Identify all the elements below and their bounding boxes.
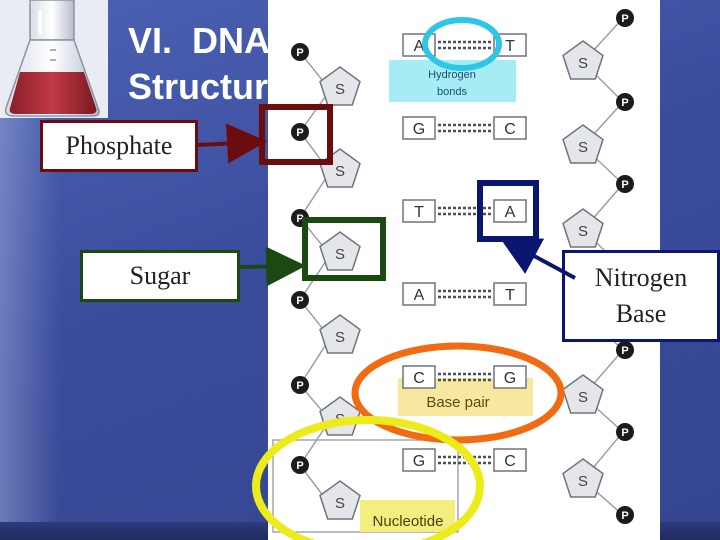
sugar-symbol: S bbox=[335, 495, 345, 512]
phosphate-symbol: P bbox=[621, 179, 628, 191]
base-box-right bbox=[493, 116, 527, 140]
sugar-pentagon bbox=[319, 66, 361, 106]
base-box-right bbox=[493, 282, 527, 306]
sugar-symbol: S bbox=[578, 389, 588, 406]
hydrogen-bonds-label: Hydrogen bbox=[428, 69, 476, 81]
phosphate-symbol: P bbox=[296, 380, 303, 392]
sugar-symbol: S bbox=[335, 163, 345, 180]
base-letter-left: C bbox=[413, 370, 425, 387]
phosphate-circle bbox=[291, 376, 309, 394]
phosphate-circle bbox=[616, 423, 634, 441]
phosphate-unit: P bbox=[291, 123, 309, 141]
sugar-unit: S bbox=[319, 396, 361, 436]
sugar-unit: S bbox=[319, 314, 361, 354]
base-letter-left: A bbox=[414, 38, 425, 55]
base-letter-right: C bbox=[504, 453, 516, 470]
base-pair-label: Base pair bbox=[426, 394, 489, 411]
base-letter-left: G bbox=[413, 453, 425, 470]
phosphate-circle bbox=[291, 291, 309, 309]
base-letter-left: G bbox=[413, 121, 425, 138]
phosphate-label: Phosphate bbox=[40, 120, 198, 172]
phosphate-unit: P bbox=[616, 175, 634, 193]
phosphate-circle bbox=[616, 93, 634, 111]
base-letter-right: T bbox=[505, 287, 515, 304]
sugar-symbol: S bbox=[578, 139, 588, 156]
phosphate-symbol: P bbox=[621, 427, 628, 439]
base-box-left bbox=[402, 282, 436, 306]
sugar-unit: S bbox=[562, 458, 604, 498]
sugar-symbol: S bbox=[335, 329, 345, 346]
sugar-symbol: S bbox=[578, 473, 588, 490]
base-box-left bbox=[402, 116, 436, 140]
sugar-pentagon bbox=[562, 458, 604, 498]
sugar-symbol: S bbox=[335, 411, 345, 428]
sugar-pentagon bbox=[319, 314, 361, 354]
sugar-unit: S bbox=[319, 480, 361, 520]
base-box-right bbox=[493, 448, 527, 472]
phosphate-symbol: P bbox=[296, 47, 303, 59]
phosphate-circle bbox=[616, 341, 634, 359]
phosphate-symbol: P bbox=[621, 510, 628, 522]
hydrogen-bonds-label-line2: bonds bbox=[437, 86, 467, 98]
sugar-unit: S bbox=[319, 148, 361, 188]
phosphate-circle bbox=[616, 175, 634, 193]
sugar-symbol: S bbox=[578, 55, 588, 72]
sugar-unit: S bbox=[319, 231, 361, 271]
sugar-symbol: S bbox=[578, 223, 588, 240]
phosphate-unit: P bbox=[291, 376, 309, 394]
phosphate-symbol: P bbox=[621, 345, 628, 357]
base-letter-left: A bbox=[414, 287, 425, 304]
sugar-unit: S bbox=[562, 124, 604, 164]
sugar-label: Sugar bbox=[80, 250, 240, 302]
sugar-pentagon bbox=[562, 40, 604, 80]
sugar-unit: S bbox=[562, 40, 604, 80]
base-box-left bbox=[402, 199, 436, 223]
phosphate-symbol: P bbox=[296, 460, 303, 472]
sugar-pentagon bbox=[562, 124, 604, 164]
phosphate-circle bbox=[616, 506, 634, 524]
phosphate-circle bbox=[616, 9, 634, 27]
sugar-unit: S bbox=[562, 374, 604, 414]
sugar-unit: S bbox=[319, 66, 361, 106]
phosphate-unit: P bbox=[291, 456, 309, 474]
phosphate-unit: P bbox=[291, 291, 309, 309]
base-letter-right: G bbox=[504, 370, 516, 387]
phosphate-unit: P bbox=[616, 423, 634, 441]
sugar-symbol: S bbox=[335, 246, 345, 263]
base-letter-left: T bbox=[414, 204, 424, 221]
phosphate-unit: P bbox=[616, 341, 634, 359]
slide-title: VI. DNA Structure bbox=[128, 20, 289, 107]
nitrogen-base-label: Nitrogen Base bbox=[562, 250, 720, 342]
flask-icon bbox=[0, 0, 108, 118]
phosphate-symbol: P bbox=[621, 97, 628, 109]
phosphate-symbol: P bbox=[296, 127, 303, 139]
sugar-unit: S bbox=[562, 208, 604, 248]
base-letter-right: C bbox=[504, 121, 516, 138]
base-letter-right: A bbox=[505, 204, 516, 221]
base-letter-right: T bbox=[505, 38, 515, 55]
sugar-pentagon bbox=[562, 208, 604, 248]
phosphate-symbol: P bbox=[621, 13, 628, 25]
phosphate-circle bbox=[291, 43, 309, 61]
phosphate-unit: P bbox=[291, 43, 309, 61]
phosphate-unit: P bbox=[291, 209, 309, 227]
phosphate-unit: P bbox=[616, 93, 634, 111]
phosphate-unit: P bbox=[616, 506, 634, 524]
phosphate-unit: P bbox=[616, 9, 634, 27]
phosphate-symbol: P bbox=[296, 213, 303, 225]
nucleotide-label: Nucleotide bbox=[373, 513, 444, 530]
sugar-pentagon bbox=[562, 374, 604, 414]
sugar-symbol: S bbox=[335, 81, 345, 98]
phosphate-symbol: P bbox=[296, 295, 303, 307]
left-backbone bbox=[299, 51, 331, 506]
